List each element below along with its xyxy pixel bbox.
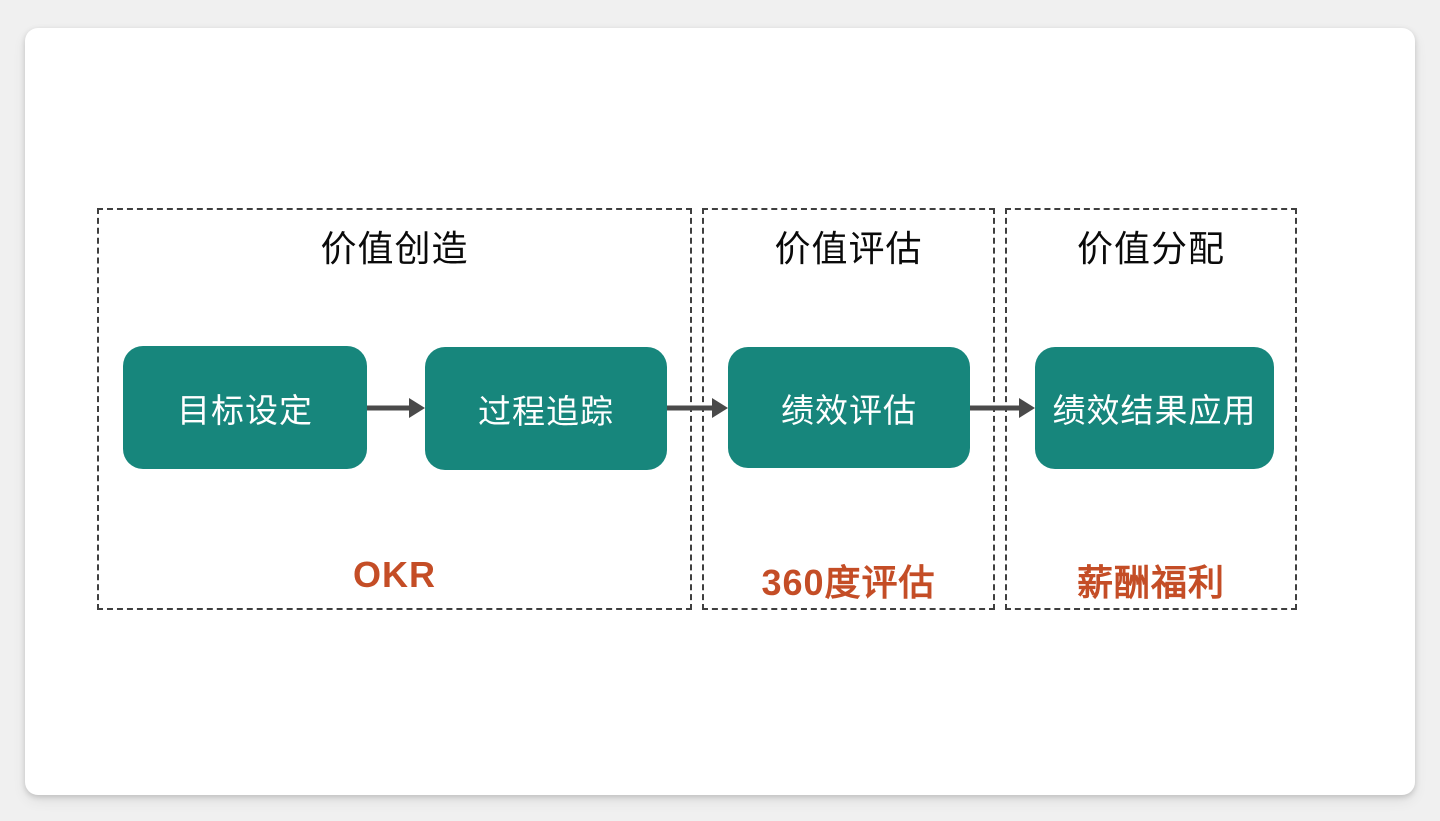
method-label-okr: OKR xyxy=(353,554,436,595)
flow-arrow-icon xyxy=(667,398,728,418)
content-card: 价值创造 OKR 价值评估 360度评估 价值分配 薪酬福利 目标设定 过程追踪… xyxy=(25,28,1415,795)
section-value-creation: 价值创造 OKR xyxy=(97,208,692,610)
flow-arrow-icon xyxy=(970,398,1035,418)
section-value-distribution: 价值分配 薪酬福利 xyxy=(1005,208,1297,610)
method-label-360-review: 360度评估 xyxy=(761,562,936,603)
node-process-tracking: 过程追踪 xyxy=(425,347,667,470)
section-title: 价值分配 xyxy=(1076,228,1225,269)
node-performance-result-application: 绩效结果应用 xyxy=(1035,347,1274,469)
node-performance-evaluation: 绩效评估 xyxy=(728,347,970,468)
node-goal-setting: 目标设定 xyxy=(123,346,367,469)
section-title: 价值评估 xyxy=(774,228,923,269)
flow-arrow-icon xyxy=(367,398,425,418)
method-label-compensation-benefits: 薪酬福利 xyxy=(1076,562,1225,603)
section-title: 价值创造 xyxy=(320,228,469,269)
